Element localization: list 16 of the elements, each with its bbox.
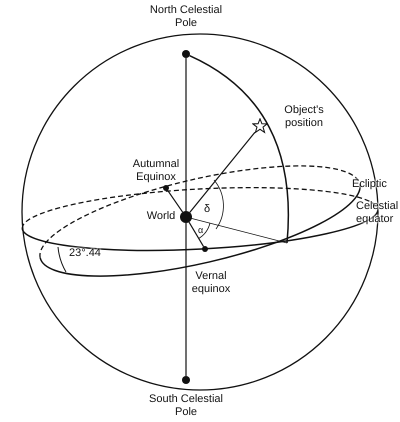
- point-label: Object's position: [283, 104, 325, 130]
- connector-line: [167, 190, 184, 212]
- angle-label: 23°.44: [69, 247, 101, 260]
- connector-line: [188, 222, 204, 247]
- connector-line: [185, 223, 187, 376]
- point-label: World: [146, 210, 176, 223]
- connector-line: [189, 132, 256, 213]
- connector-line: [185, 58, 187, 211]
- point-label: South Celestial Pole: [148, 393, 224, 419]
- labelled-point: [144, 209, 192, 225]
- connector-line: [189, 54, 290, 244]
- angle-label: δ: [204, 203, 210, 216]
- point-label: Autumnal Equinox: [132, 158, 180, 184]
- point-label: Vernal equinox: [190, 270, 232, 296]
- point-label: North Celestial Pole: [148, 4, 224, 30]
- angle-label: α: [198, 224, 204, 237]
